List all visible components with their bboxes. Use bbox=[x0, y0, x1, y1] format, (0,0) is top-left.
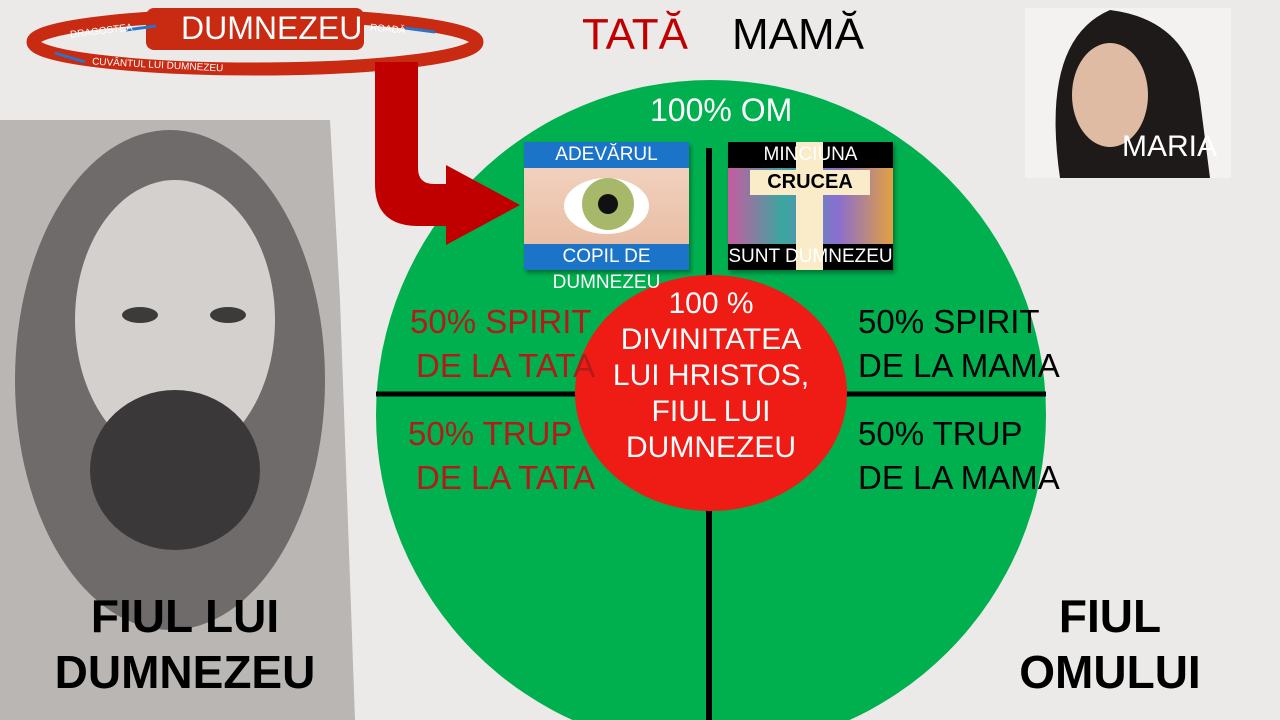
spirit-father-line: 50% SPIRIT bbox=[410, 303, 592, 340]
arrow-icon bbox=[125, 24, 157, 32]
spirit-mother-line: DE LA MAMA bbox=[858, 347, 1060, 384]
jesus-face bbox=[75, 180, 275, 460]
body-from-mother: 50% TRUP DE LA MAMA bbox=[858, 412, 1060, 500]
truth-top: ADEVĂRUL bbox=[524, 142, 689, 168]
spirit-from-mother: 50% SPIRIT DE LA MAMA bbox=[858, 300, 1060, 388]
eye-pupil bbox=[598, 194, 618, 214]
jesus-beard bbox=[90, 390, 260, 550]
caption-line: OMULUI bbox=[1019, 646, 1201, 698]
arrow-icon bbox=[54, 51, 86, 64]
divinity-line: DIVINITATEA bbox=[620, 323, 802, 356]
divinity-line: DUMNEZEU bbox=[626, 431, 796, 464]
body-father-line: 50% TRUP bbox=[408, 415, 573, 452]
spirit-father-line: DE LA TATA bbox=[416, 347, 596, 384]
red-arrow bbox=[375, 62, 520, 245]
jesus-eye bbox=[210, 307, 246, 323]
caption-line: FIUL bbox=[1058, 590, 1162, 642]
body-father-line: DE LA TATA bbox=[416, 459, 596, 496]
body-mother-line: DE LA MAMA bbox=[858, 459, 1060, 496]
lie-top: MINCIUNA bbox=[763, 144, 858, 165]
caption-line: FIUL LUI bbox=[90, 590, 280, 642]
spirit-from-father: 50% SPIRIT DE LA TATA bbox=[410, 300, 595, 388]
god-title-box bbox=[146, 8, 364, 50]
truth-bottom: COPIL DE DUMNEZEU bbox=[524, 244, 689, 293]
caption-line: DUMNEZEU bbox=[54, 646, 316, 698]
divinity-line: 100 % bbox=[668, 287, 754, 320]
divinity-line: FIUL LUI bbox=[651, 395, 771, 428]
cross-label: CRUCEA bbox=[750, 170, 870, 195]
father-heading: TATĂ bbox=[582, 10, 688, 59]
lie-bottom: SUNT DUMNEZEU bbox=[728, 246, 893, 267]
maria-face bbox=[1072, 43, 1148, 147]
god-title: DUMNEZEU bbox=[181, 10, 363, 46]
divinity-line: LUI HRISTOS, bbox=[612, 359, 810, 392]
mother-heading: MAMĂ bbox=[732, 10, 864, 59]
divinity-circle bbox=[575, 275, 847, 511]
jesus-eye bbox=[122, 307, 158, 323]
spirit-mother-line: 50% SPIRIT bbox=[858, 303, 1040, 340]
human-label: 100% OM bbox=[650, 92, 793, 128]
body-mother-line: 50% TRUP bbox=[858, 415, 1023, 452]
arrow-icon bbox=[404, 26, 436, 34]
maria-label: MARIA bbox=[1122, 130, 1218, 163]
body-from-father: 50% TRUP DE LA TATA bbox=[408, 412, 595, 500]
cross-icon bbox=[796, 142, 823, 270]
divinity-text: 100 % DIVINITATEA LUI HRISTOS, FIUL LUI … bbox=[575, 286, 847, 466]
lie-panel: CRUCEA MINCIUNA SUNT DUMNEZEU bbox=[728, 142, 893, 270]
truth-panel: ADEVĂRUL COPIL DE DUMNEZEU bbox=[524, 142, 689, 293]
